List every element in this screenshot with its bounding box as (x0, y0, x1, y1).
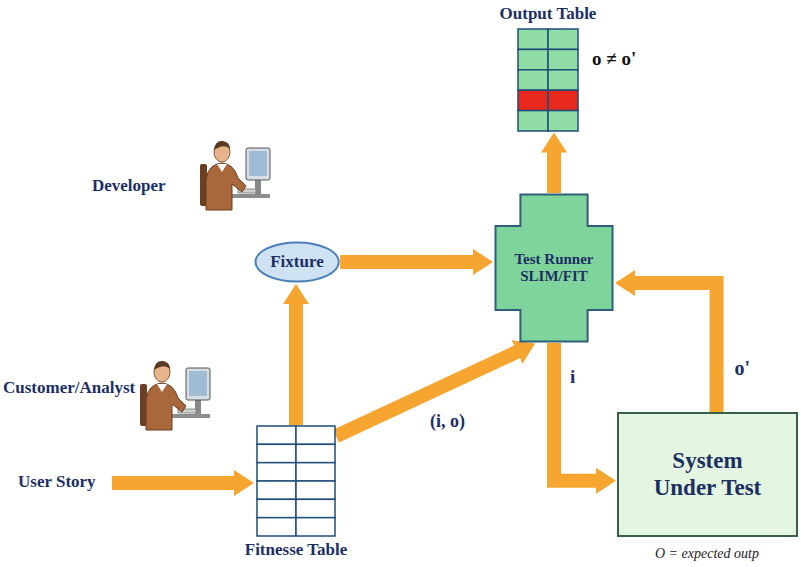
flow-arrow (554, 343, 597, 481)
table-cell (548, 90, 578, 110)
edge-label: i (568, 367, 577, 388)
role-label: Customer/Analyst (3, 378, 95, 398)
table-cells (517, 28, 579, 132)
table-heading: Output Table (500, 4, 597, 24)
table-cell (548, 110, 578, 130)
flow-arrow (340, 255, 474, 269)
flow-arrow (289, 303, 303, 425)
ellipse-outline (255, 243, 338, 282)
table-cell (518, 29, 548, 49)
table-cell (548, 49, 578, 69)
table-cell (257, 481, 296, 499)
fixture-ellipse: Fixture (254, 241, 340, 283)
table-cell (548, 29, 578, 49)
role-label: Developer (92, 176, 166, 196)
text-block: Test Runner SLIM/FIT (502, 251, 606, 286)
edge-label: (i, o) (428, 412, 467, 432)
footnote: O = expected outp (655, 546, 759, 562)
table-cell (548, 69, 578, 89)
customer-illustration (140, 361, 210, 430)
table-cell (296, 444, 335, 462)
table-cell (257, 499, 296, 517)
text-block: Fitnesse Table (245, 540, 348, 560)
test-runner-cross: Test Runner SLIM/FIT (494, 193, 614, 343)
inequality-note: o ≠ o' (592, 48, 636, 70)
flow-arrow (547, 152, 561, 193)
user-story-arrow-head (234, 470, 254, 496)
text-block: Output Table (500, 4, 597, 24)
table-grid (256, 425, 336, 537)
table-cell (518, 49, 548, 69)
table-cell (296, 518, 335, 536)
table-cell (518, 110, 548, 130)
table-cell (257, 463, 296, 481)
user-story-arrow-shaft (112, 476, 236, 490)
node-label: Test Runner SLIM/FIT (502, 251, 606, 286)
flow-arrow (634, 283, 717, 412)
text-block: System Under Test (652, 448, 764, 501)
flow-arrow (336, 351, 518, 436)
table-cell (257, 426, 296, 444)
output-table: Output Table (500, 4, 597, 132)
fitnesse-table: Fitnesse Table (245, 425, 348, 560)
table-cell (257, 518, 296, 536)
table-heading: Fitnesse Table (245, 540, 348, 560)
node-label: System Under Test (652, 448, 764, 501)
input-label: User Story (18, 472, 96, 492)
table-cells (256, 425, 336, 537)
system-under-test-box: System Under Test (617, 412, 798, 537)
table-cell (296, 481, 335, 499)
table-cell (518, 90, 548, 110)
table-cell (296, 463, 335, 481)
cross-outline (496, 195, 613, 342)
table-grid (517, 28, 579, 132)
developer-illustration (200, 141, 270, 210)
text-block: Fixture (270, 252, 324, 272)
node-label: Fixture (270, 252, 324, 272)
edge-label: o' (733, 357, 753, 379)
table-cell (296, 426, 335, 444)
table-cell (518, 69, 548, 89)
table-cell (296, 499, 335, 517)
table-cell (257, 444, 296, 462)
